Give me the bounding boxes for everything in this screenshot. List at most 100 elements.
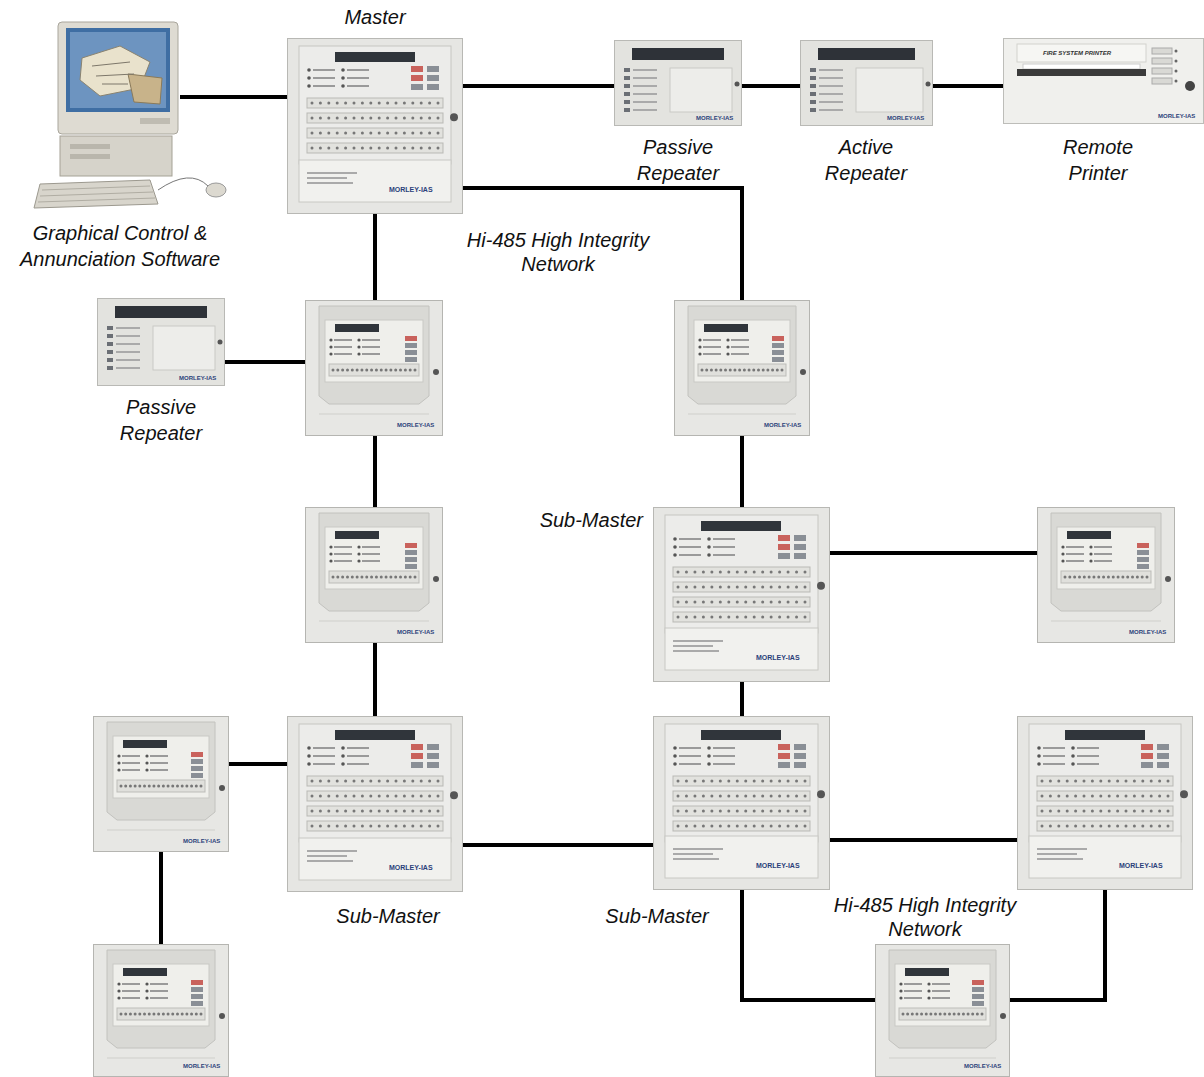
fire-panel: MORLEY-IAS [305, 507, 443, 643]
zone-led [428, 780, 431, 783]
zone-led [981, 1013, 984, 1016]
status-led [1089, 545, 1092, 548]
status-led [698, 345, 701, 348]
power-module [299, 838, 451, 880]
status-led [329, 552, 332, 555]
status-led [1089, 552, 1092, 555]
led-legend [150, 762, 168, 764]
zone-led [428, 825, 431, 828]
zone-led [437, 795, 440, 798]
network-cable [159, 852, 163, 944]
zone-led [719, 810, 722, 813]
label-panel [670, 68, 732, 112]
led-legend [633, 85, 657, 87]
zone-led [353, 795, 356, 798]
control-fascia [113, 736, 209, 798]
zone-led [804, 825, 807, 828]
status-led [341, 754, 345, 758]
led-legend [679, 747, 701, 749]
zone-led [319, 795, 322, 798]
zone-led [1167, 780, 1170, 783]
lcd-display [335, 730, 415, 740]
zone-led [148, 785, 151, 788]
led-legend [713, 554, 735, 556]
monitor-screen [66, 28, 170, 112]
panel-housing [1038, 508, 1175, 643]
control-button [191, 759, 203, 764]
network-cable [225, 360, 305, 364]
zone-led [428, 795, 431, 798]
status-led [145, 768, 148, 771]
fire-panel: MORLEY-IAS [1017, 716, 1193, 890]
led-legend [362, 560, 380, 562]
led-legend [116, 367, 140, 369]
zone-led [943, 1013, 946, 1016]
fire-panel: MORLEY-IAS [875, 944, 1010, 1077]
module-detail [673, 645, 713, 647]
zone-led [353, 825, 356, 828]
zone-led [351, 369, 354, 372]
panel-housing [94, 717, 229, 852]
zone-led [702, 601, 705, 604]
status-led [810, 108, 816, 112]
device-caption: Active Repeater [806, 134, 926, 186]
network-cable [373, 436, 377, 507]
zone-strip [899, 1008, 986, 1020]
zone-led [1150, 810, 1153, 813]
led-legend [116, 327, 140, 329]
control-fascia [299, 724, 451, 842]
zone-led [1097, 576, 1100, 579]
zone-led [399, 576, 402, 579]
zone-led [795, 810, 798, 813]
zone-strip [307, 98, 443, 108]
zone-led [1116, 825, 1119, 828]
zone-led [327, 780, 330, 783]
device-drawing [674, 300, 810, 436]
led-legend [1077, 747, 1099, 749]
led-legend [633, 101, 657, 103]
zone-led [124, 1013, 127, 1016]
network-cable [740, 436, 744, 507]
zone-strip [307, 128, 443, 138]
status-led [1037, 762, 1041, 766]
printer-button [1152, 58, 1172, 64]
zone-led [685, 601, 688, 604]
zone-led [311, 132, 314, 135]
device-drawing [93, 716, 229, 852]
zone-led [378, 117, 381, 120]
fire-panel: Passive RepeaterMORLEY-IAS [97, 298, 225, 386]
zone-led [378, 795, 381, 798]
led-legend [116, 343, 140, 345]
device-drawing [97, 298, 225, 386]
control-button [411, 84, 423, 90]
zone-led [1117, 576, 1120, 579]
zone-led [124, 785, 127, 788]
zone-led [344, 147, 347, 150]
zone-led [757, 369, 760, 372]
control-button [405, 550, 417, 555]
zone-led [327, 810, 330, 813]
lcd-display [818, 48, 915, 60]
lcd-display [632, 48, 724, 60]
zone-led [365, 369, 368, 372]
led-legend [347, 755, 369, 757]
status-led [624, 68, 630, 72]
zone-led [719, 369, 722, 372]
led-legend [731, 353, 749, 355]
zone-led [1116, 810, 1119, 813]
zone-led [693, 780, 696, 783]
zone-led [677, 825, 680, 828]
zone-led [143, 1013, 146, 1016]
zone-led [327, 102, 330, 105]
brand-logo: MORLEY-IAS [179, 375, 216, 382]
brand-logo: MORLEY-IAS [1158, 113, 1195, 120]
zone-led [1049, 825, 1052, 828]
zone-led [719, 571, 722, 574]
zone-led [1116, 780, 1119, 783]
lcd-display [335, 531, 379, 539]
zone-led [327, 147, 330, 150]
led-legend [362, 553, 380, 555]
led-legend [150, 997, 168, 999]
status-led [357, 345, 360, 348]
lcd-display [1065, 730, 1145, 740]
